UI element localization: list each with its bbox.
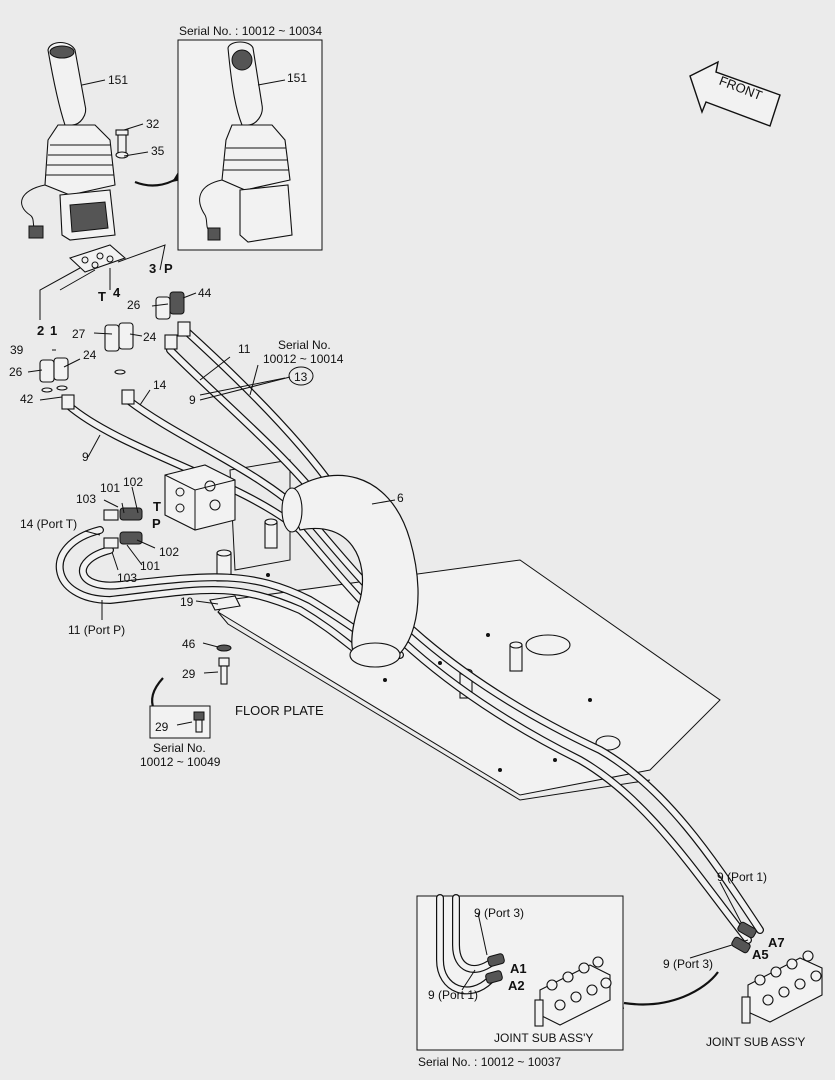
- fittings: [39, 291, 191, 410]
- label-102b: 102: [159, 545, 179, 559]
- label-24b: 24: [83, 348, 97, 362]
- inset-bl-serial-1: Serial No.: [153, 741, 206, 755]
- label-19: 19: [180, 595, 194, 609]
- inset-bottom-left: [149, 705, 211, 739]
- joint-valve-inset: [534, 956, 612, 1027]
- inset-br-a1: A1: [510, 961, 527, 976]
- inset-bl-serial-2: 10012 ~ 10049: [140, 755, 221, 769]
- label-44: 44: [198, 286, 212, 300]
- floor-plate-label: FLOOR PLATE: [235, 703, 324, 718]
- label-a7: A7: [768, 935, 785, 950]
- serial-note-line2: 10012 ~ 10014: [263, 352, 344, 366]
- label-35: 35: [151, 144, 165, 158]
- bolt-32: [115, 129, 129, 159]
- label-port-3-right: 9 (Port 3): [663, 957, 713, 971]
- label-42: 42: [20, 392, 34, 406]
- label-14: 14: [153, 378, 167, 392]
- label-24a: 24: [143, 330, 157, 344]
- label-102a: 102: [123, 475, 143, 489]
- mount-plate: [39, 244, 166, 320]
- label-14-port-t: 14 (Port T): [20, 517, 77, 531]
- protective-sleeve: [281, 474, 419, 668]
- inset-bottom-right: [416, 894, 624, 1051]
- label-101b: 101: [140, 559, 160, 573]
- main-labels: 151 32 35 3 P 44 26 T 4 27 24 2 1 39 24 …: [9, 73, 805, 1049]
- joystick-main: [21, 41, 116, 241]
- inset-top-part-151: 151: [287, 71, 307, 85]
- label-port-p2: P: [152, 516, 161, 531]
- label-port-4: 4: [113, 285, 121, 300]
- label-26a: 26: [127, 298, 141, 312]
- inset-top: [177, 39, 323, 251]
- front-arrow: FRONT: [689, 60, 781, 127]
- inset-bottom-right-labels: 9 (Port 3) A1 A2 9 (Port 1) JOINT SUB AS…: [418, 906, 593, 1069]
- valve-block: [103, 464, 236, 549]
- label-joint-main: JOINT SUB ASS'Y: [706, 1035, 805, 1049]
- label-port-t: T: [98, 289, 106, 304]
- label-port-2: 2: [37, 323, 44, 338]
- inset-bottom-left-labels: 29 Serial No. 10012 ~ 10049: [140, 720, 221, 769]
- serial-note-circled: 13: [294, 370, 308, 384]
- label-151: 151: [108, 73, 128, 87]
- inset-br-serial: Serial No. : 10012 ~ 10037: [418, 1055, 561, 1069]
- label-101a: 101: [100, 481, 120, 495]
- inset-br-joint: JOINT SUB ASS'Y: [494, 1031, 593, 1045]
- label-26b: 26: [9, 365, 23, 379]
- inset-br-port3: 9 (Port 3): [474, 906, 524, 920]
- inset-top-labels: Serial No. : 10012 ~ 10034 151: [179, 24, 322, 85]
- serial-note-line1: Serial No.: [278, 338, 331, 352]
- label-9b: 9: [189, 393, 196, 407]
- inset-br-port1: 9 (Port 1): [428, 988, 478, 1002]
- label-46: 46: [182, 637, 196, 651]
- label-27: 27: [72, 327, 86, 341]
- label-11-port-p: 11 (Port P): [68, 623, 125, 637]
- label-32: 32: [146, 117, 160, 131]
- label-a5: A5: [752, 947, 769, 962]
- inset-br-a2: A2: [508, 978, 525, 993]
- label-39: 39: [10, 343, 24, 357]
- inset-top-serial: Serial No. : 10012 ~ 10034: [179, 24, 322, 38]
- bolt-assembly-29: [209, 595, 241, 685]
- label-port-3: 3: [149, 261, 156, 276]
- label-6: 6: [397, 491, 404, 505]
- label-port-1: 1: [50, 323, 57, 338]
- label-port-p: P: [164, 261, 173, 276]
- label-port-1-right: 9 (Port 1): [717, 870, 767, 884]
- inset-bl-part: 29: [155, 720, 169, 734]
- serial-note: Serial No. 10012 ~ 10014 13: [263, 338, 344, 384]
- label-103a: 103: [76, 492, 96, 506]
- joint-valve-main: [731, 921, 823, 1024]
- label-port-t2: T: [153, 499, 161, 514]
- label-9a: 9: [82, 450, 89, 464]
- label-103b: 103: [117, 571, 137, 585]
- label-11: 11: [238, 342, 251, 356]
- label-29: 29: [182, 667, 196, 681]
